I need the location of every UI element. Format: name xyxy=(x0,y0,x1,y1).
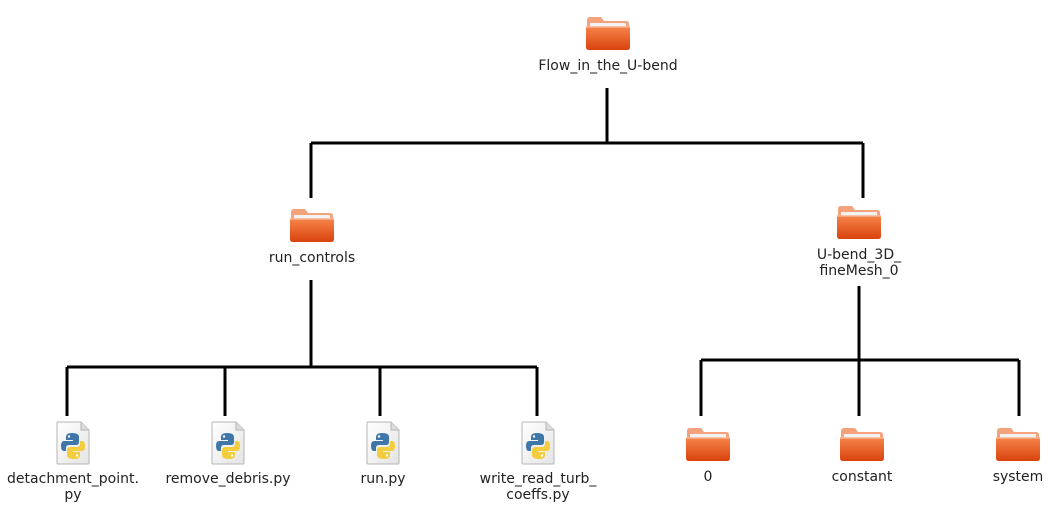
file-label: remove_debris.py xyxy=(165,471,291,487)
folder-label: system xyxy=(992,469,1044,485)
python-file-icon xyxy=(521,421,555,465)
python-file-icon xyxy=(366,421,400,465)
folder-label: constant xyxy=(831,469,893,485)
python-file-icon xyxy=(211,421,245,465)
file-label: write_read_turb_ coeffs.py xyxy=(479,471,597,503)
folder-icon xyxy=(840,428,884,461)
python-file-icon xyxy=(56,421,90,465)
root-label: Flow_in_the_U-bend xyxy=(538,58,678,74)
folder-label: 0 xyxy=(703,469,713,485)
folder-icon xyxy=(290,209,334,242)
folder-constant[interactable]: constant xyxy=(787,425,937,485)
file-detachment-point-py[interactable]: detachment_point. py xyxy=(0,421,148,503)
folder-icon xyxy=(586,17,630,50)
folder-icon xyxy=(837,206,881,239)
folder-system[interactable]: system xyxy=(943,425,1062,485)
folder-icon xyxy=(996,428,1040,461)
file-label: run.py xyxy=(360,471,406,487)
folder-icon xyxy=(686,428,730,461)
connector-ubend xyxy=(699,286,1021,416)
connector-run-controls xyxy=(65,280,539,416)
file-remove-debris-py[interactable]: remove_debris.py xyxy=(153,421,303,487)
file-run-py[interactable]: run.py xyxy=(308,421,458,487)
folder-run-controls[interactable]: run_controls xyxy=(237,206,387,266)
folder-u-bend-3d-finemesh-0[interactable]: U-bend_3D_ fineMesh_0 xyxy=(784,203,934,279)
folder-0[interactable]: 0 xyxy=(633,425,783,485)
root-node[interactable]: Flow_in_the_U-bend xyxy=(533,14,683,74)
connector-lines xyxy=(65,88,1021,416)
folder-label: U-bend_3D_ fineMesh_0 xyxy=(816,247,902,279)
connector-root xyxy=(309,88,865,198)
file-write-read-turb-coeffs-py[interactable]: write_read_turb_ coeffs.py xyxy=(463,421,613,503)
folder-label: run_controls xyxy=(268,250,356,266)
file-label: detachment_point. py xyxy=(7,471,139,503)
